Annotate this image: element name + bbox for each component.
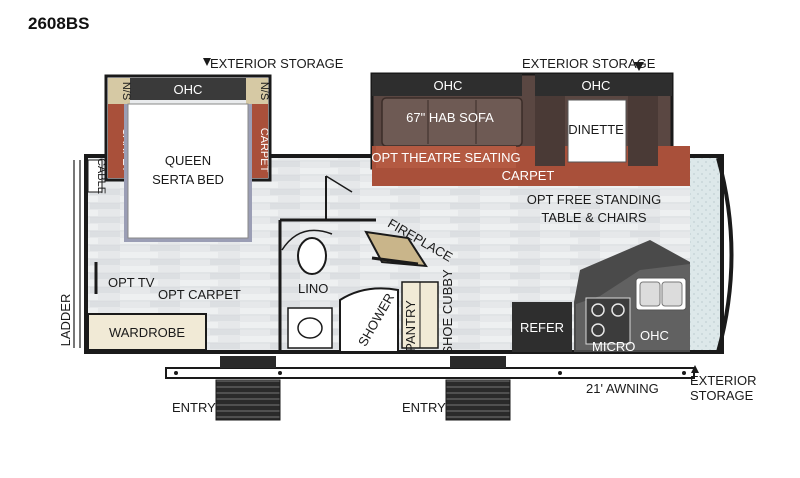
cable-label: CABLE xyxy=(95,158,107,194)
shoe-cubby-label: SHOE CUBBY xyxy=(440,269,455,355)
ohc-dinette-label: OHC xyxy=(582,78,611,93)
dinette-label: DINETTE xyxy=(568,122,624,137)
storage-arrow-bottom xyxy=(691,365,699,373)
awning-bar xyxy=(165,367,695,379)
lino-label: LINO xyxy=(298,281,328,296)
opt-carpet-label: OPT CARPET xyxy=(158,287,241,302)
fireplace xyxy=(364,230,428,268)
dinette-bench-right xyxy=(628,96,658,166)
theatre-seating-label: OPT THEATRE SEATING xyxy=(371,150,520,165)
ohc-kitchen-label: OHC xyxy=(640,328,669,343)
micro-label: MICRO xyxy=(592,339,635,354)
entry-door-left xyxy=(220,356,276,368)
carpet-right-label: CARPET xyxy=(258,128,270,173)
awning-label: 21' AWNING xyxy=(586,381,659,396)
ns-left-label: N/S xyxy=(120,82,132,100)
sofa-ohc xyxy=(372,74,522,96)
exterior-storage-bottom-1: EXTERIOR xyxy=(690,373,756,388)
dinette-ohc xyxy=(535,74,672,96)
pantry-label: PANTRY xyxy=(403,300,418,352)
shower xyxy=(339,287,399,353)
nightstand-right xyxy=(246,78,268,104)
refer-label: REFER xyxy=(520,320,564,335)
nightstand-left xyxy=(108,78,130,104)
opt-tv-label: OPT TV xyxy=(108,275,155,290)
table-chairs-label-1: OPT FREE STANDING xyxy=(527,192,662,207)
carpet-slide-label: CARPET xyxy=(502,168,555,183)
queen-bed xyxy=(127,103,249,239)
queen-bed-label-1: QUEEN xyxy=(165,153,211,168)
ohc-sofa-label: OHC xyxy=(434,78,463,93)
storage-arrow-left xyxy=(203,58,211,66)
ladder-label: LADDER xyxy=(58,294,73,347)
model-title: 2608BS xyxy=(28,14,89,33)
entry-right-label: ENTRY xyxy=(402,400,446,415)
bath-vanity xyxy=(287,307,333,349)
table-chairs-label-2: TABLE & CHAIRS xyxy=(541,210,647,225)
toilet xyxy=(297,237,327,275)
dinette-table xyxy=(567,99,627,163)
refrigerator xyxy=(512,302,572,352)
exterior-storage-bottom-2: STORAGE xyxy=(690,388,754,403)
entry-steps-left xyxy=(215,379,281,421)
ohc-bed-label: OHC xyxy=(174,82,203,97)
storage-arrow-right xyxy=(634,62,644,71)
dinette-bench-left xyxy=(535,96,565,166)
cable-cabinet xyxy=(87,159,103,193)
theatre-seating xyxy=(376,146,516,168)
exterior-storage-top-right: EXTERIOR STORAGE xyxy=(522,56,656,71)
ns-right-label: N/S xyxy=(258,82,270,100)
front-cap-tile xyxy=(690,156,722,352)
entry-door-right xyxy=(450,356,506,368)
bedroom-ohc xyxy=(130,78,246,100)
entry-left-label: ENTRY xyxy=(172,400,216,415)
exterior-storage-top-left: EXTERIOR STORAGE xyxy=(210,56,344,71)
entry-steps-right xyxy=(445,379,511,421)
stove xyxy=(585,297,631,345)
wardrobe xyxy=(87,313,207,351)
sofa-label: 67" HAB SOFA xyxy=(406,110,494,125)
queen-bed-label-2: SERTA BED xyxy=(152,172,224,187)
wardrobe-label: WARDROBE xyxy=(109,325,185,340)
